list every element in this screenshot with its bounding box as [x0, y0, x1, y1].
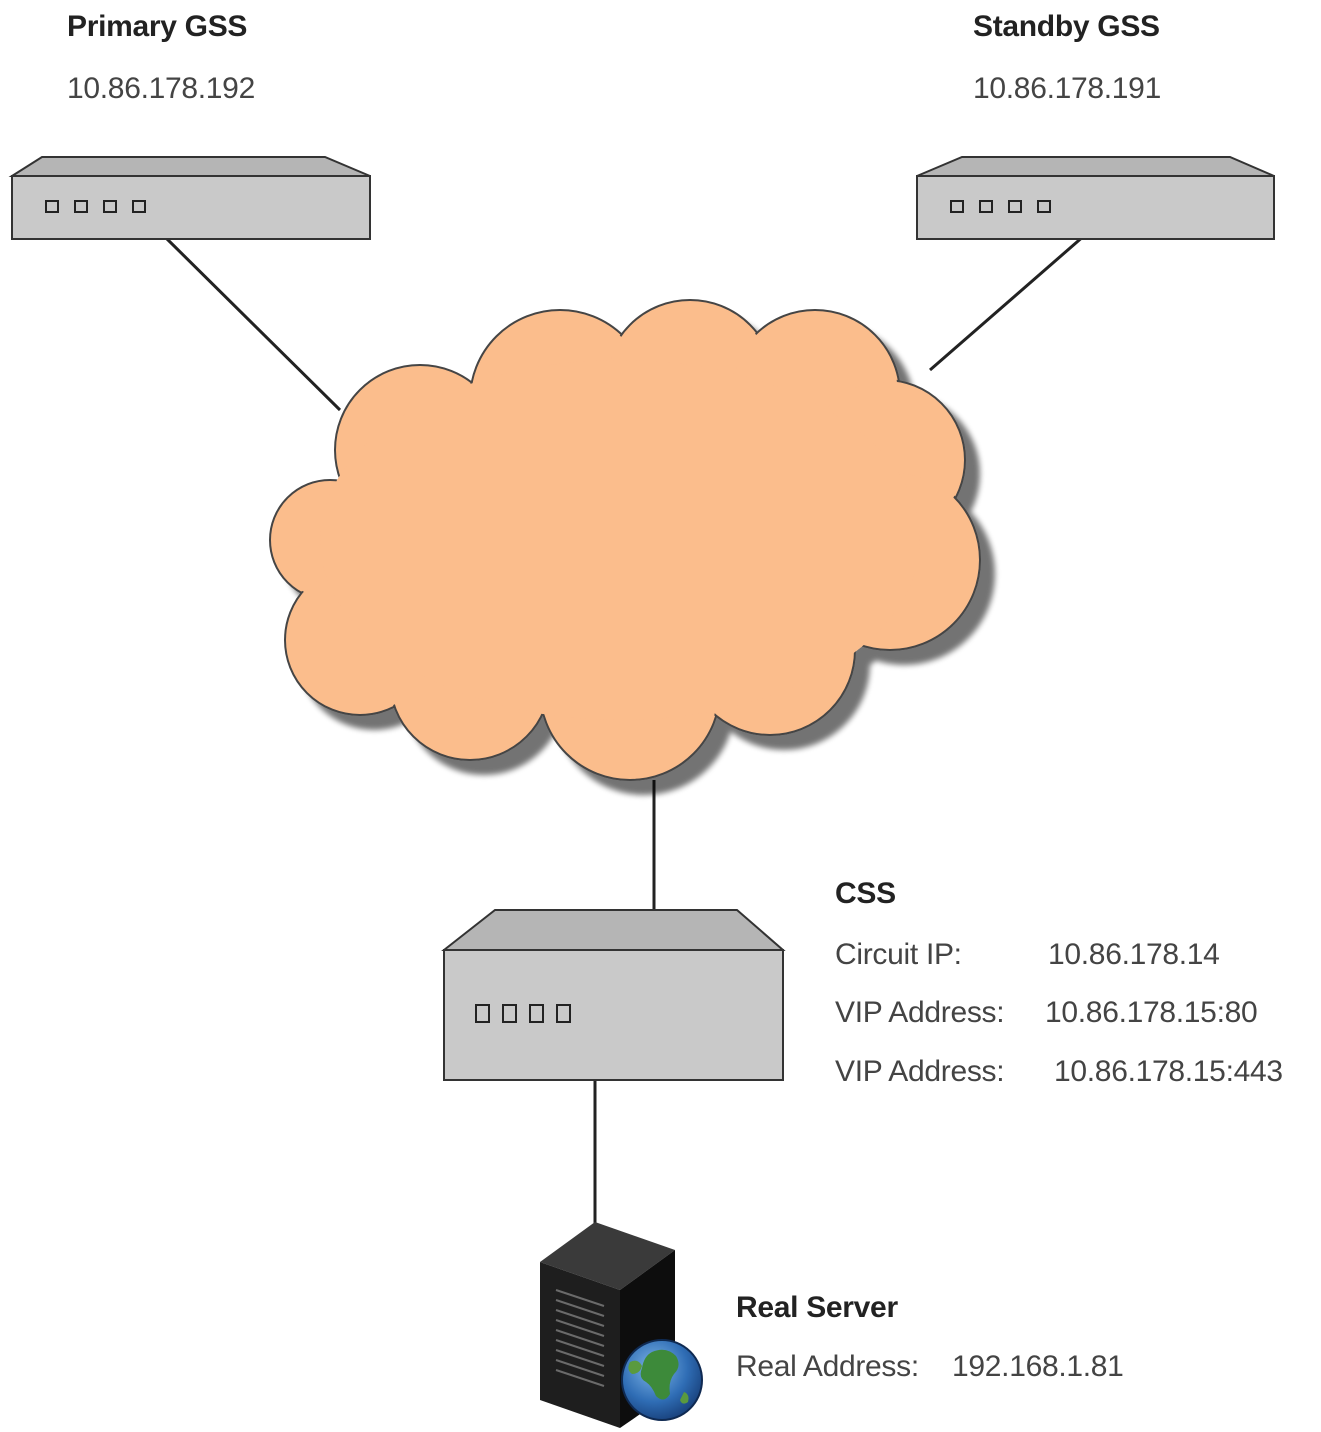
cloud-icon: [269, 299, 981, 781]
css-row-label: VIP Address:: [835, 1055, 1005, 1088]
switch-icon: [441, 909, 786, 1081]
real-server-address: Real Address: 192.168.1.81: [736, 1350, 1156, 1386]
css-row-label: VIP Address:: [835, 996, 1005, 1029]
real-server-address-value: 192.168.1.81: [952, 1350, 1124, 1383]
css-row-vip-80: VIP Address: 10.86.178.15:80: [835, 996, 1315, 1032]
css-row-value: 10.86.178.15:443: [1054, 1055, 1283, 1088]
css-title: CSS: [835, 877, 896, 910]
css-row-label: Circuit IP:: [835, 938, 962, 971]
standby-gss-title: Standby GSS: [973, 10, 1160, 43]
css-row-value: 10.86.178.15:80: [1045, 996, 1258, 1029]
css-row-vip-443: VIP Address: 10.86.178.15:443: [835, 1055, 1315, 1091]
router-icon: [916, 156, 1275, 240]
link-standby-gss: [929, 233, 1086, 372]
primary-gss-title: Primary GSS: [67, 10, 248, 43]
real-server-address-label: Real Address:: [736, 1350, 919, 1383]
link-primary-gss: [161, 233, 342, 412]
real-server-title: Real Server: [736, 1291, 898, 1324]
server-tower-icon: [540, 1222, 675, 1428]
router-icon: [8, 156, 371, 240]
globe-icon: [621, 1339, 703, 1421]
standby-gss-ip: 10.86.178.191: [973, 72, 1161, 105]
primary-gss-ip: 10.86.178.192: [67, 72, 255, 105]
css-row-value: 10.86.178.14: [1048, 938, 1220, 971]
css-row-circuit-ip: Circuit IP: 10.86.178.14: [835, 938, 1315, 974]
